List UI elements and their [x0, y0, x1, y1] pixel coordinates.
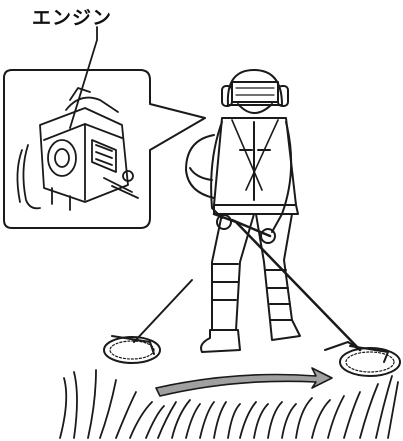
- sweep-arrow: [156, 368, 332, 396]
- operator-figure: [186, 70, 300, 352]
- engine-closeup: [17, 88, 138, 210]
- visor: [232, 82, 278, 102]
- brush-cutter-previous: [104, 280, 192, 363]
- boot-left: [201, 330, 240, 352]
- brush-cutter-current: [214, 214, 400, 376]
- leg-left: [212, 214, 254, 330]
- backpack-frame: [186, 135, 214, 198]
- boot-right: [270, 320, 300, 340]
